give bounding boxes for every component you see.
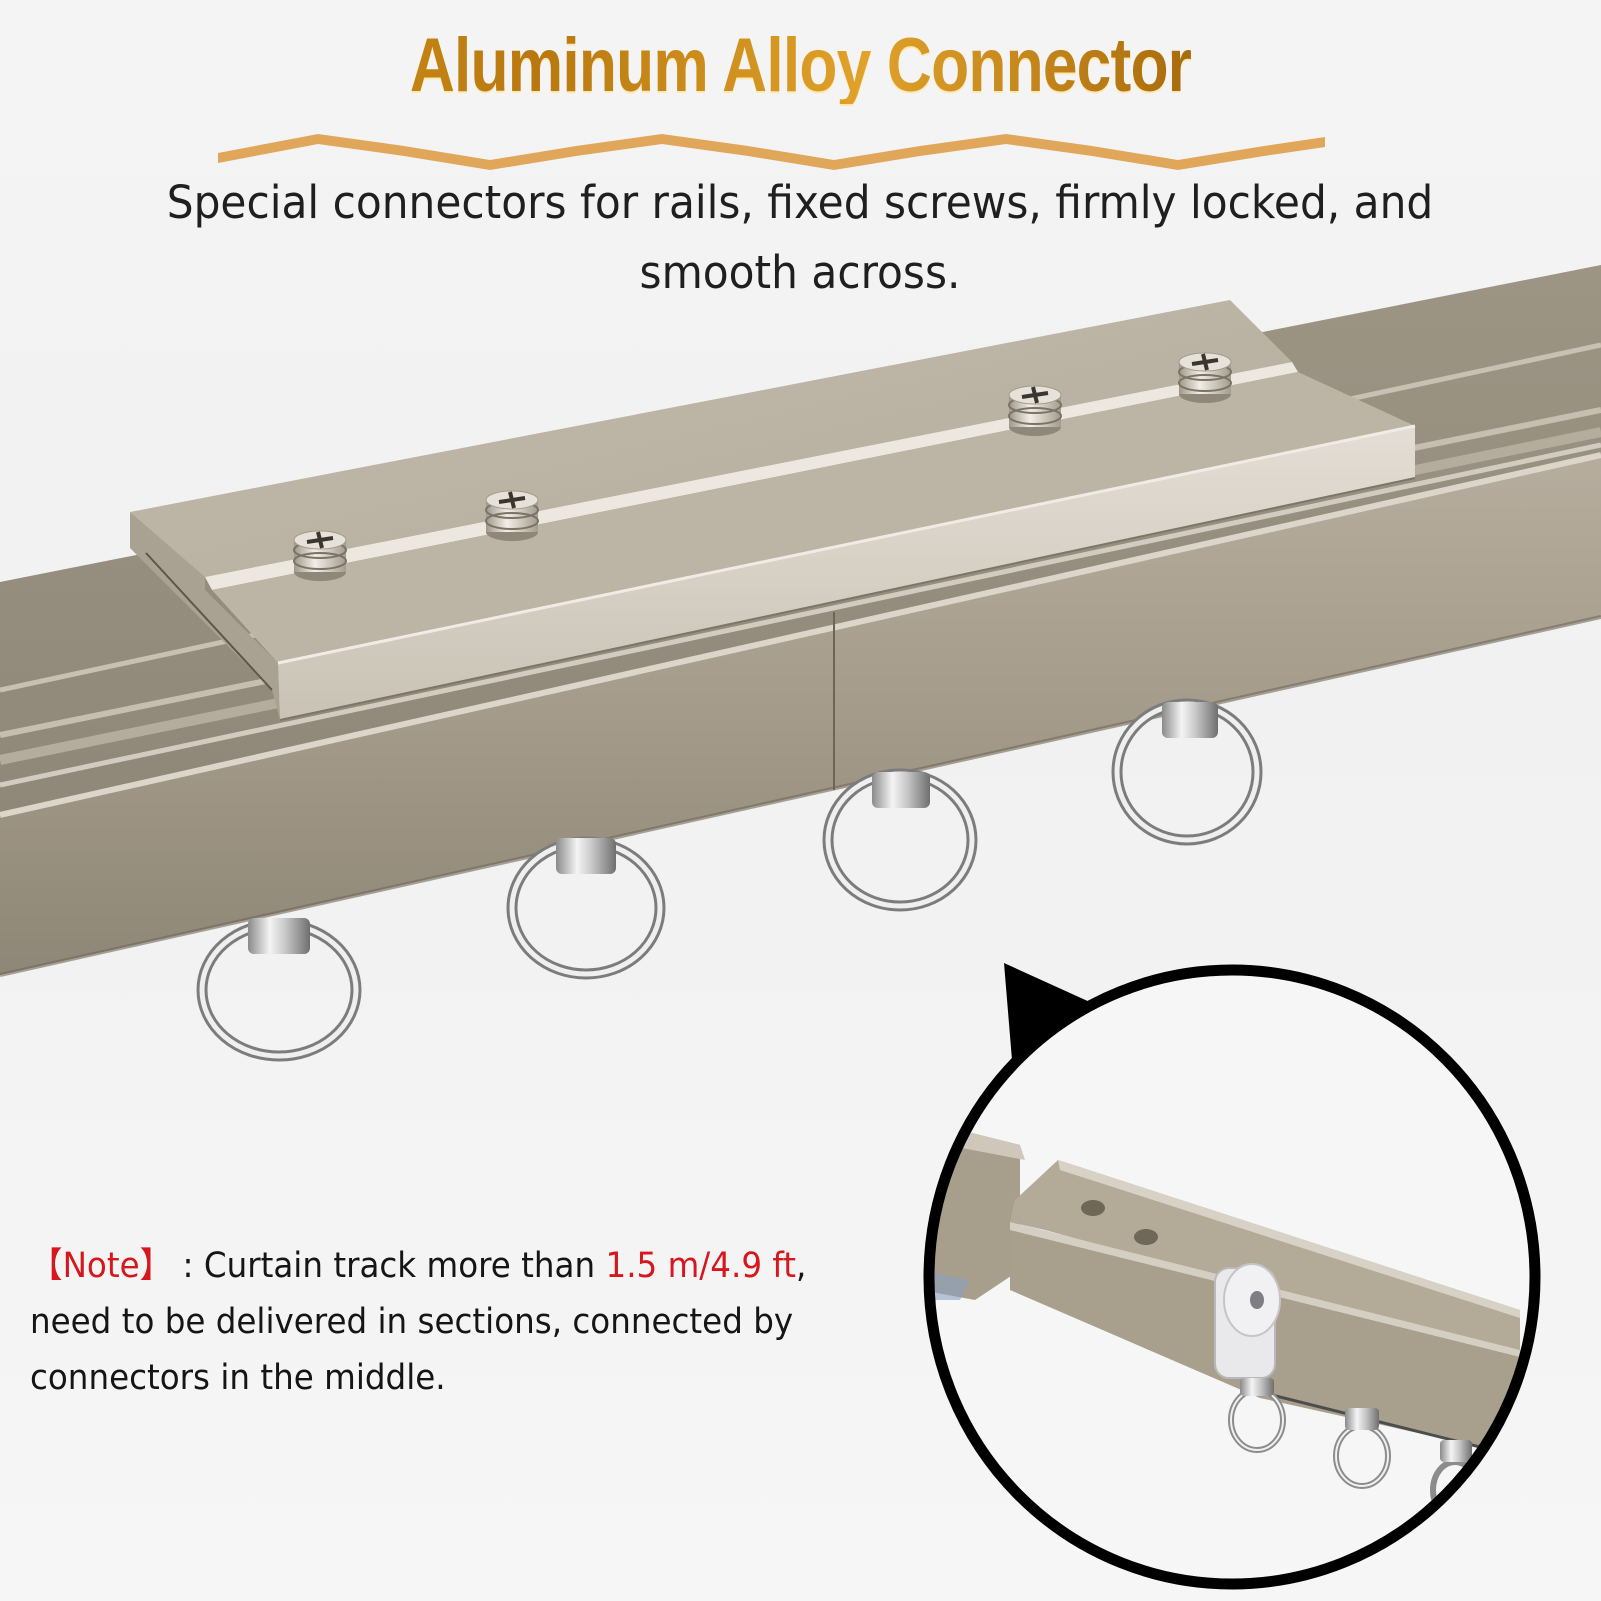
- ring-4: [1111, 698, 1263, 846]
- screw-4: [1178, 352, 1232, 403]
- screw-2: [485, 490, 539, 541]
- ring-1: [196, 918, 362, 1062]
- screw-1: [293, 530, 347, 581]
- inset-border: [923, 964, 1541, 1590]
- note-text-before: : Curtain track more than: [172, 1246, 606, 1286]
- ring-2: [506, 836, 666, 980]
- inset-pointer-arrow: [1004, 963, 1092, 1060]
- screw-3: [1008, 385, 1062, 436]
- note-text: 【Note】 : Curtain track more than 1.5 m/4…: [30, 1238, 848, 1406]
- subtitle: Special connectors for rails, fixed scre…: [166, 176, 1434, 299]
- detail-inset: [923, 963, 1541, 1590]
- note-length-highlight: 1.5 m/4.9 ft: [605, 1246, 797, 1286]
- wave-divider: [218, 134, 1325, 170]
- page-title: Aluminum Alloy Connector: [144, 28, 1457, 104]
- note-bracket-open: 【: [30, 1246, 63, 1286]
- note-bracket-close: 】: [139, 1246, 173, 1286]
- note-text-after: , need to be delivered in sections, conn…: [30, 1246, 807, 1398]
- note-label: Note: [62, 1246, 140, 1286]
- ring-3: [822, 768, 978, 912]
